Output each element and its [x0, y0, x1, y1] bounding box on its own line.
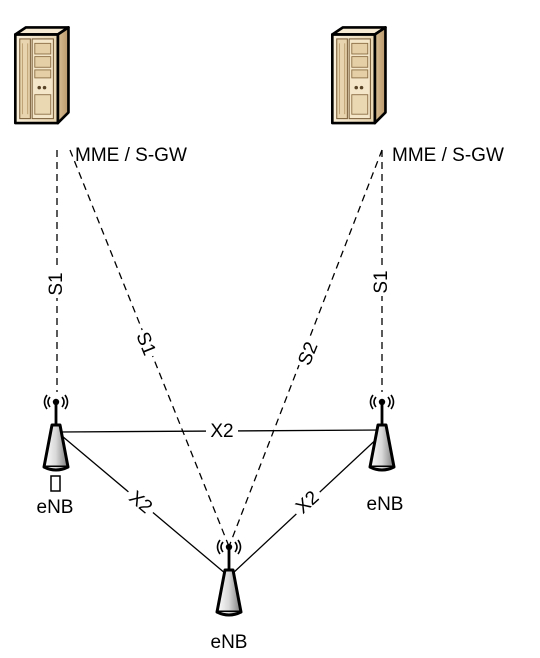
enb-right-label: eNB	[367, 494, 404, 515]
enb-node-right: eNB	[367, 393, 404, 515]
antenna-icon	[368, 393, 396, 472]
enb-left-label: eNB	[37, 497, 74, 518]
x2-top-label: X2	[210, 421, 233, 442]
s1-right-vertical-label: S1	[371, 270, 392, 293]
server-tower-icon	[13, 25, 71, 125]
server-left-label: MME / S-GW	[75, 145, 187, 166]
enb-bottom-label: eNB	[211, 632, 248, 653]
antenna-icon	[215, 538, 243, 617]
antenna-stand	[50, 475, 61, 492]
enb-node-left: eNB	[37, 393, 74, 518]
link-labels: S1 S1 S2 S1 X2 X2 X2	[46, 268, 392, 522]
server-right-label: MME / S-GW	[392, 145, 504, 166]
server-node-right: MME / S-GW	[330, 25, 504, 166]
links	[56, 149, 385, 575]
server-tower-icon	[330, 25, 388, 125]
s1-left-diagonal-link	[69, 149, 229, 545]
s1-left-vertical-label: S1	[46, 272, 67, 295]
enb-node-bottom: eNB	[211, 538, 248, 653]
server-node-left: MME / S-GW	[13, 25, 187, 166]
s2-right-diagonal-link	[229, 149, 383, 545]
